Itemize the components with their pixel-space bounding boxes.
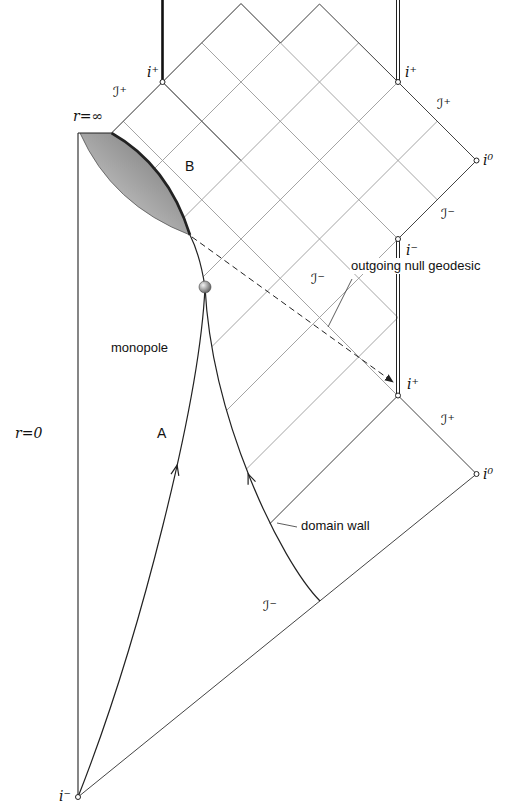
direction-chevron <box>248 474 255 485</box>
null-infinity <box>112 4 477 240</box>
infinity-point <box>474 158 479 163</box>
singularity-line <box>161 0 164 82</box>
grid-line <box>306 0 530 810</box>
trajectory-label: A <box>156 425 167 441</box>
null-infinity-label: ℐ⁻ <box>440 206 456 222</box>
null-infinity-label: ℐ⁺ <box>112 84 128 100</box>
leader-line <box>277 523 297 527</box>
leader-line <box>328 279 352 327</box>
worldlines <box>78 235 320 797</box>
region-label: monopole <box>110 340 169 356</box>
grid-line <box>71 0 530 810</box>
axis-label: r=0 <box>14 425 43 441</box>
infinity-point <box>160 80 165 85</box>
region-b <box>80 133 190 235</box>
null-infinity-label: ℐ⁻ <box>310 271 326 287</box>
timelike-infinity-label: i⁺ <box>406 376 420 392</box>
null-infinity-label: ℐ⁺ <box>436 96 452 112</box>
domain-wall-curve <box>205 287 320 601</box>
singularity-line <box>399 0 400 82</box>
conformal-boundary <box>78 4 477 798</box>
direction-chevron <box>171 465 179 476</box>
infinity-label: r=∞ <box>72 108 104 124</box>
center-line <box>77 133 78 797</box>
monopole-trajectory <box>190 235 205 287</box>
infinity-point <box>474 472 479 477</box>
infinity-line <box>78 132 112 133</box>
axes <box>78 133 112 797</box>
timelike-infinity-label: i⁺ <box>404 64 418 80</box>
spatial-infinity-label: i⁰ <box>482 466 494 482</box>
horizon-line <box>270 396 398 524</box>
infinity-point <box>396 393 401 398</box>
monopole-interior <box>78 133 320 797</box>
grid-line <box>228 0 530 810</box>
callout-label: outgoing null geodesic <box>350 258 481 274</box>
region-b-edge <box>80 133 190 235</box>
singularity-line <box>396 0 397 82</box>
grid-line <box>0 0 412 810</box>
spatial-infinity-label: i⁰ <box>482 152 494 168</box>
infinity-points <box>76 80 480 800</box>
horizon-line <box>163 82 242 161</box>
leader-lines <box>277 279 352 527</box>
double-line <box>397 0 400 396</box>
infinity-point <box>396 237 401 242</box>
null-infinity-label: ℐ⁻ <box>262 598 278 614</box>
infinity-point <box>396 80 401 85</box>
region-b-boundary <box>112 133 191 235</box>
timelike-infinity-label: i⁺ <box>146 64 160 80</box>
monopole-particle <box>199 281 211 293</box>
timelike-infinity-label: i⁻ <box>58 788 72 804</box>
trajectory-a <box>78 287 205 797</box>
null-infinity <box>78 396 477 798</box>
timelike-infinity-label: i⁻ <box>405 242 419 258</box>
infinity-point <box>76 795 81 800</box>
grid-line <box>0 0 333 810</box>
null-infinity-label: ℐ⁺ <box>440 412 456 428</box>
grid-line <box>0 0 490 810</box>
region-label: B <box>184 158 195 174</box>
callout-label: domain wall <box>300 518 371 534</box>
